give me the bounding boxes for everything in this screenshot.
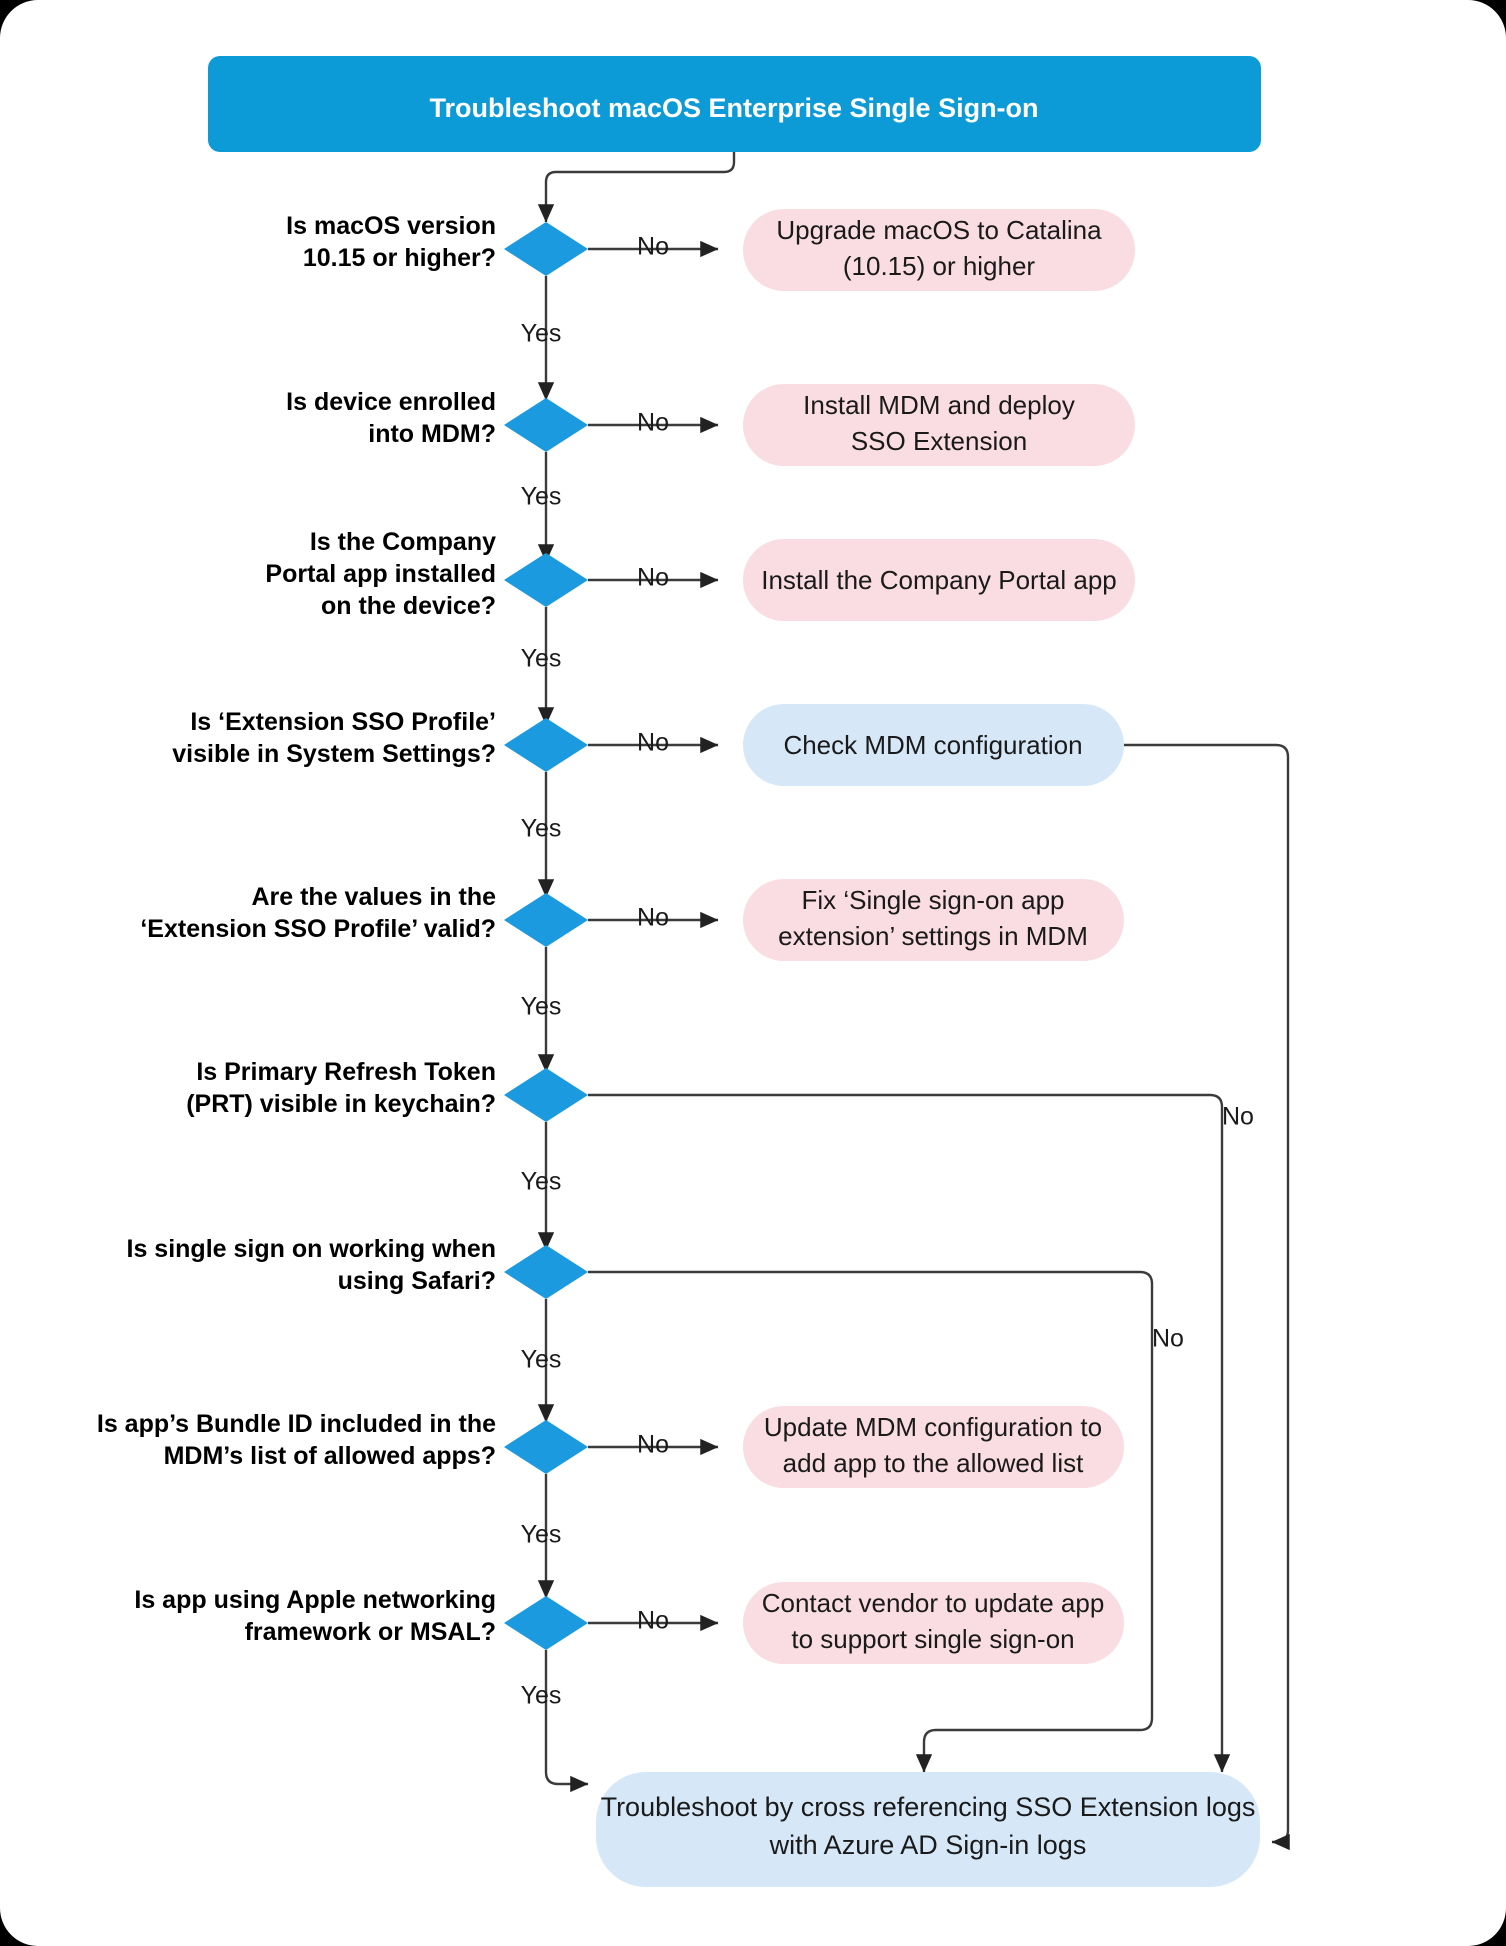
- decision-label-line1: Is device enrolled: [286, 388, 496, 416]
- terminal-text-line2: with Azure AD Sign-in logs: [769, 1830, 1087, 1860]
- edge-label-d4-no: No: [637, 729, 669, 757]
- action-update-mdm-allowed-list[interactable]: Update MDM configuration to add app to t…: [743, 1406, 1124, 1488]
- page-title: Troubleshoot macOS Enterprise Single Sig…: [429, 93, 1038, 123]
- decision-apple-networking-or-msal[interactable]: Is app using Apple networking framework …: [134, 1586, 588, 1650]
- action-text-line1: Fix ‘Single sign-on app: [801, 885, 1064, 915]
- decision-label-line1: Are the values in the: [251, 883, 496, 911]
- edge-a4-to-terminal: [1124, 743, 1290, 1851]
- edge-label-d1-yes: Yes: [521, 320, 562, 348]
- decision-extension-sso-profile-visible[interactable]: Is ‘Extension SSO Profile’ visible in Sy…: [172, 708, 588, 772]
- decision-bundle-id-allowed[interactable]: Is app’s Bundle ID included in the MDM’s…: [97, 1410, 588, 1474]
- edge-label-d8-no: No: [637, 1431, 669, 1459]
- action-contact-vendor-update-app[interactable]: Contact vendor to update app to support …: [743, 1582, 1124, 1664]
- decision-label-line1: Is ‘Extension SSO Profile’: [190, 708, 496, 736]
- edge-label-d8-yes: Yes: [521, 1521, 562, 1549]
- action-text-line2: SSO Extension: [851, 426, 1027, 456]
- decision-label-line2: ‘Extension SSO Profile’ valid?: [140, 915, 496, 943]
- edge-title-to-d1: [537, 152, 736, 223]
- action-text-line2: (10.15) or higher: [843, 251, 1036, 281]
- terminal-troubleshoot-cross-reference-logs[interactable]: Troubleshoot by cross referencing SSO Ex…: [596, 1772, 1260, 1887]
- decision-sso-working-safari[interactable]: Is single sign on working when using Saf…: [127, 1235, 588, 1299]
- decision-label-line1: Is single sign on working when: [127, 1235, 496, 1263]
- edge-label-d7-yes: Yes: [521, 1346, 562, 1374]
- title-bar: Troubleshoot macOS Enterprise Single Sig…: [208, 56, 1261, 152]
- decision-label-line1: Is Primary Refresh Token: [196, 1058, 496, 1086]
- edge-d7-no: [588, 1270, 1154, 1773]
- edges-layer: [537, 152, 1290, 1851]
- edge-label-d1-no: No: [637, 233, 669, 261]
- edge-label-d5-yes: Yes: [521, 993, 562, 1021]
- action-install-company-portal[interactable]: Install the Company Portal app: [743, 539, 1135, 621]
- action-upgrade-macos[interactable]: Upgrade macOS to Catalina (10.15) or hig…: [743, 209, 1135, 291]
- edge-label-d9-yes: Yes: [521, 1682, 562, 1710]
- edge-label-d7-no: No: [1152, 1325, 1184, 1353]
- decision-label-line2: 10.15 or higher?: [303, 244, 496, 272]
- decision-label-line2: framework or MSAL?: [245, 1618, 496, 1646]
- decision-prt-visible-keychain[interactable]: Is Primary Refresh Token (PRT) visible i…: [186, 1058, 588, 1122]
- decision-label-line2: (PRT) visible in keychain?: [186, 1090, 496, 1118]
- edge-label-d6-yes: Yes: [521, 1168, 562, 1196]
- decision-label-line2: visible in System Settings?: [172, 740, 496, 768]
- decision-label-line2: into MDM?: [368, 420, 496, 448]
- action-fix-sso-app-extension-settings[interactable]: Fix ‘Single sign-on app extension’ setti…: [743, 879, 1124, 961]
- edge-label-d3-yes: Yes: [521, 645, 562, 673]
- decision-label-line2: using Safari?: [338, 1267, 496, 1295]
- action-text-line2: extension’ settings in MDM: [778, 921, 1088, 951]
- decision-label-line2: Portal app installed: [265, 560, 496, 588]
- edge-label-d2-no: No: [637, 409, 669, 437]
- action-check-mdm-configuration[interactable]: Check MDM configuration: [743, 704, 1124, 786]
- edge-label-d5-no: No: [637, 904, 669, 932]
- decision-mdm-enrolled[interactable]: Is device enrolled into MDM?: [286, 388, 588, 452]
- edge-labels-layer: No Yes No Yes No Yes No Yes No Yes No Ye…: [521, 233, 1254, 1710]
- action-text-line1: Contact vendor to update app: [762, 1588, 1105, 1618]
- edge-label-d3-no: No: [637, 564, 669, 592]
- decision-label-line1: Is macOS version: [286, 212, 496, 240]
- action-install-mdm-deploy-sso[interactable]: Install MDM and deploy SSO Extension: [743, 384, 1135, 466]
- decision-label-line1: Is the Company: [310, 528, 496, 556]
- decision-extension-sso-profile-values-valid[interactable]: Are the values in the ‘Extension SSO Pro…: [140, 883, 588, 947]
- decision-label-line1: Is app using Apple networking: [134, 1586, 496, 1614]
- action-text-line1: Check MDM configuration: [783, 730, 1082, 760]
- decision-macos-version[interactable]: Is macOS version 10.15 or higher?: [286, 212, 588, 276]
- action-text-line1: Install MDM and deploy: [803, 390, 1075, 420]
- action-text-line1: Update MDM configuration to: [764, 1412, 1102, 1442]
- decision-label-line1: Is app’s Bundle ID included in the: [97, 1410, 496, 1438]
- edge-label-d9-no: No: [637, 1607, 669, 1635]
- edge-label-d6-no: No: [1222, 1103, 1254, 1131]
- terminal-text-line1: Troubleshoot by cross referencing SSO Ex…: [601, 1792, 1256, 1822]
- decision-label-line2: MDM’s list of allowed apps?: [164, 1442, 496, 1470]
- action-text-line2: to support single sign-on: [791, 1624, 1074, 1654]
- edge-label-d4-yes: Yes: [521, 815, 562, 843]
- action-text-line2: add app to the allowed list: [783, 1448, 1084, 1478]
- edge-label-d2-yes: Yes: [521, 483, 562, 511]
- decision-label-line3: on the device?: [321, 592, 496, 620]
- edge-d9-yes: [544, 1650, 589, 1793]
- edge-d6-no: [588, 1093, 1231, 1773]
- action-text-line1: Install the Company Portal app: [761, 565, 1117, 595]
- action-text-line1: Upgrade macOS to Catalina: [776, 215, 1102, 245]
- decision-company-portal-installed[interactable]: Is the Company Portal app installed on t…: [265, 528, 588, 620]
